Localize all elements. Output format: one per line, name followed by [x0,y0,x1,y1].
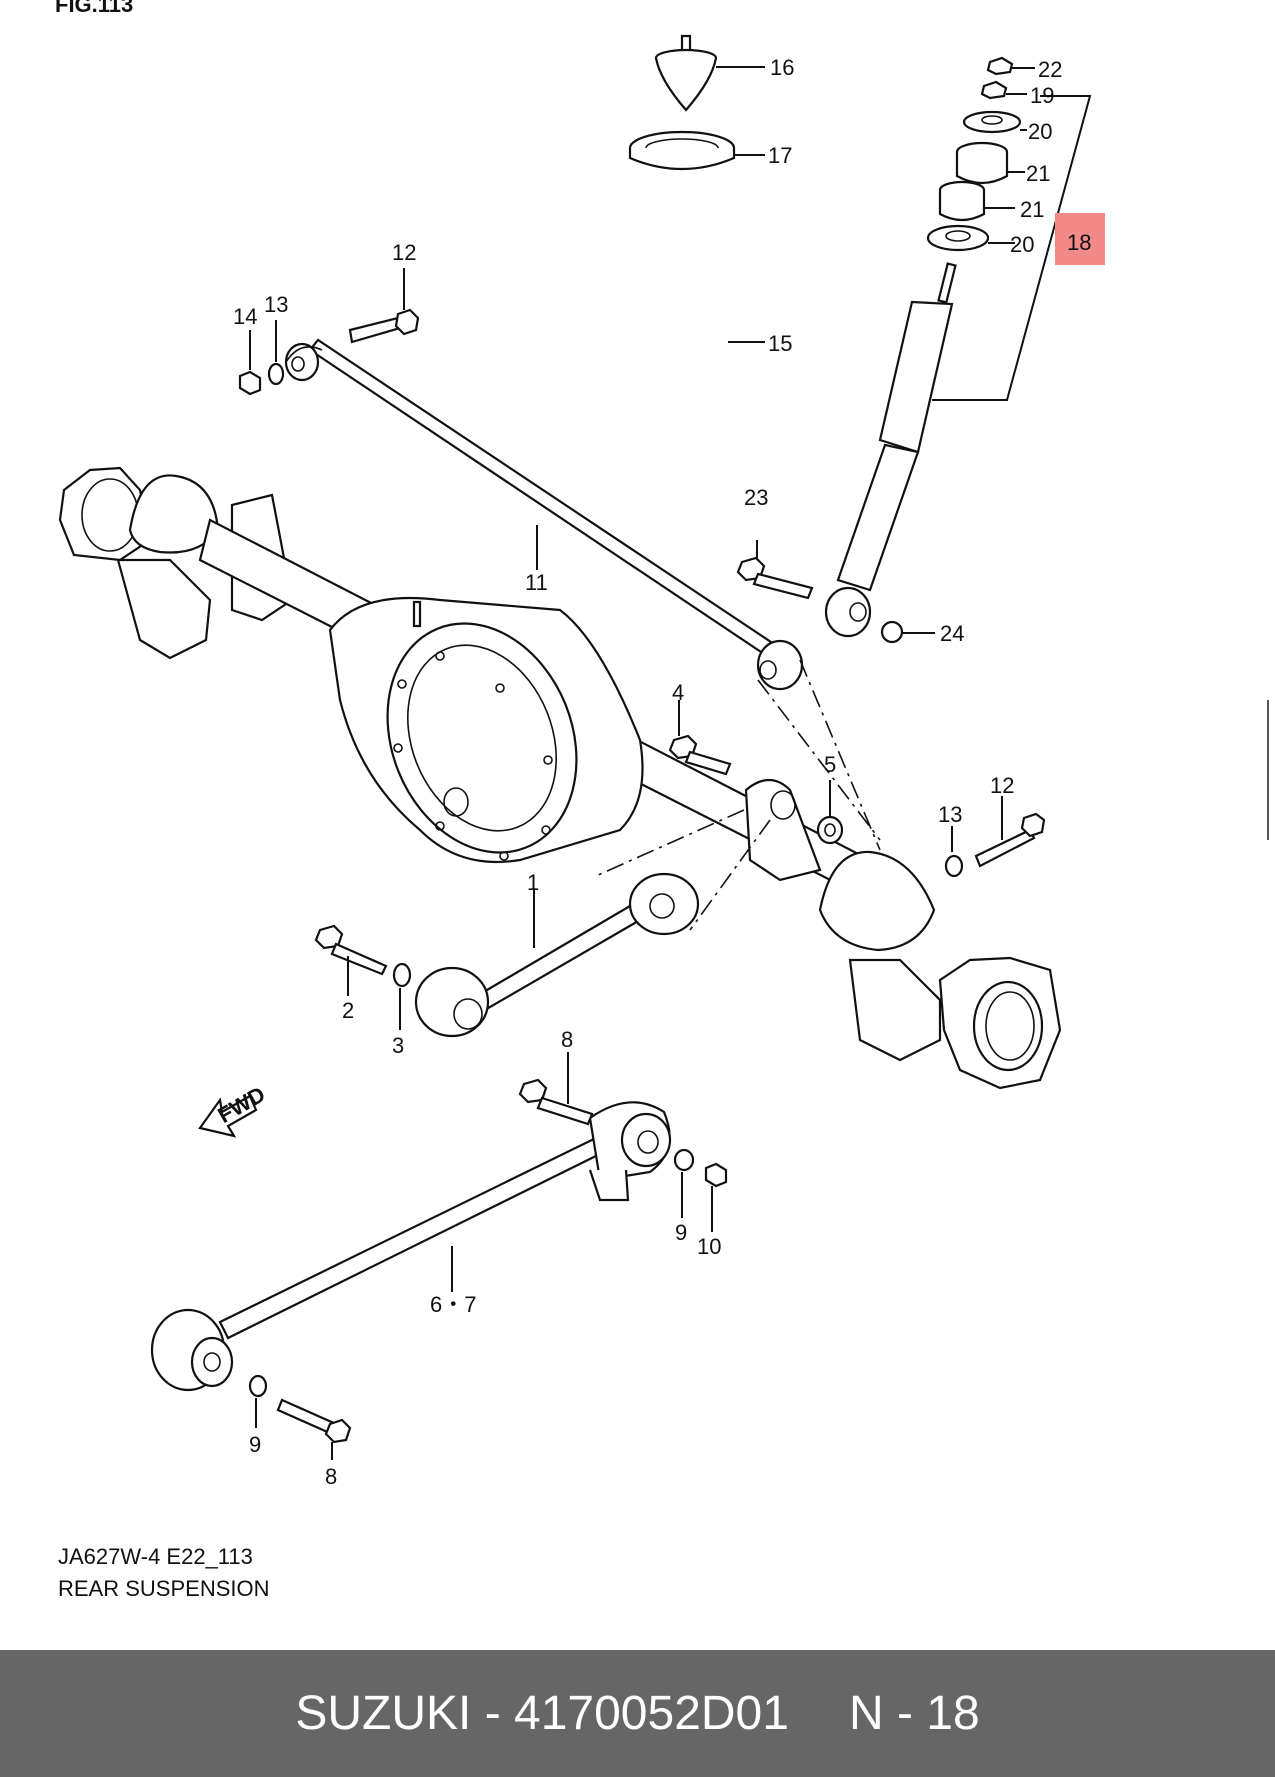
spring-seat-part [628,130,765,171]
washer-9-upper [673,1148,695,1218]
label-18: 18 [1067,230,1091,255]
label-5: 5 [824,752,836,777]
footer-bar: SUZUKI - 4170052D01 N - 18 [0,1650,1275,1777]
washer-13-right [944,826,964,878]
figure-title-fragment: FIG.113 [55,0,133,17]
label-9-upper: 9 [675,1220,687,1245]
label-11: 11 [525,570,548,595]
label-19: 19 [1030,83,1054,108]
forward-direction-arrow: FWD [198,1081,270,1138]
diagram-svg: FIG.113 [55,0,1105,1489]
upper-control-arm-part [414,872,700,1038]
nut-5 [816,780,844,845]
label-6-7: 6・7 [430,1292,476,1317]
washer-3 [392,962,412,1030]
label-21-bottom: 21 [1020,197,1044,222]
label-3: 3 [392,1033,404,1058]
label-20-top: 20 [1028,119,1052,144]
lower-control-arm-part [150,1101,672,1392]
nut-10 [704,1162,728,1232]
coil-spring-part [622,196,765,474]
footer-position: N - 18 [848,1687,980,1740]
label-1: 1 [527,870,539,895]
label-22: 22 [1038,57,1062,82]
label-16: 16 [770,55,794,80]
axle-housing-part [58,466,1062,1090]
nut-14 [238,330,262,396]
shock-absorber-part [824,262,957,644]
label-14: 14 [233,304,257,329]
label-23: 23 [744,485,768,510]
label-20-bottom: 20 [1010,232,1034,257]
label-10: 10 [697,1234,721,1259]
label-24: 24 [940,621,964,646]
shock-leader-line [932,95,1092,401]
shock-mount-stack [926,56,1035,252]
label-2: 2 [342,998,354,1023]
highlight-part-18 [1055,213,1105,265]
label-8-upper: 8 [561,1027,573,1052]
label-13-right: 13 [938,802,962,827]
diagram-code: JA627W-4 E22_113 [58,1544,253,1569]
bolt-8-upper [518,1052,594,1126]
label-8-lower: 8 [325,1464,337,1489]
footer-part-number: SUZUKI - 4170052D01 [295,1687,789,1740]
page-edge-mark [1267,700,1275,840]
label-13-top: 13 [264,292,288,317]
fwd-label: FWD [214,1081,270,1128]
bolt-12-top [348,268,420,344]
assembly-lines [595,659,881,931]
lateral-rod-part [284,338,804,691]
bolt-8-lower [276,1398,352,1460]
label-4: 4 [672,680,684,705]
label-9-lower: 9 [249,1432,261,1457]
bolt-2 [314,924,388,996]
diagram-name: REAR SUSPENSION [58,1576,270,1601]
label-17: 17 [768,143,792,168]
washer-13-top [267,320,285,386]
bolt-4 [668,700,732,776]
label-15: 15 [768,331,792,356]
parts-diagram: FIG.113 [55,0,1105,1489]
bump-stop-part [654,34,765,112]
washer-9-lower [248,1374,268,1428]
label-21-top: 21 [1026,161,1050,186]
bolt-12-right [974,796,1046,868]
label-12-top: 12 [392,240,416,265]
label-12-right: 12 [990,773,1014,798]
bolt-23 [736,540,814,600]
